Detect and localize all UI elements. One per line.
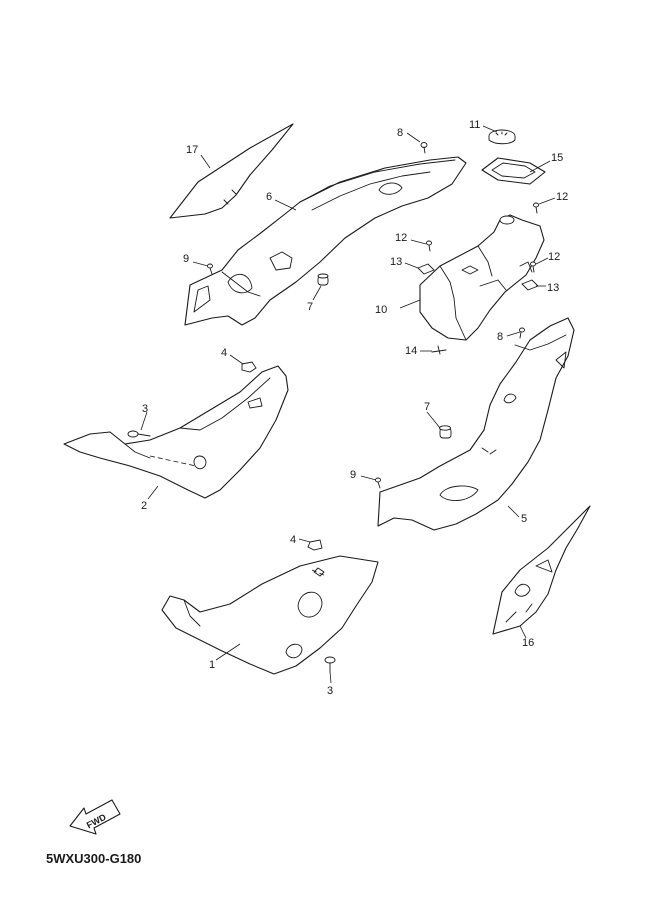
part-8-screw-middle (519, 327, 525, 339)
part-11-tank-cap (488, 129, 516, 145)
callout-4: 4 (290, 534, 296, 546)
callout-6: 6 (266, 191, 272, 203)
callout-14: 14 (405, 345, 417, 357)
fwd-arrow-icon: FWD (69, 799, 121, 835)
callout-5: 5 (521, 513, 527, 525)
part-3-bolts (127, 430, 336, 673)
diagram-code: 5WXU300-G180 (46, 851, 142, 866)
callout-12: 12 (548, 251, 560, 263)
callout-13: 13 (547, 282, 559, 294)
part-17-decal (169, 123, 294, 219)
callout-2: 2 (141, 500, 147, 512)
part-6-upper-side-cover-left (184, 156, 467, 326)
callout-labels: 17 8 11 15 6 12 12 12 13 13 9 7 10 8 14 … (141, 119, 568, 697)
part-15-filler-cover (481, 157, 546, 185)
part-13-clips (417, 263, 539, 291)
leader-lines (140, 125, 556, 684)
part-16-decal (492, 505, 591, 635)
callout-7: 7 (307, 301, 313, 313)
part-12-screws (426, 202, 539, 273)
part-4-nuts (241, 361, 323, 551)
callout-16: 16 (522, 637, 534, 649)
part-2-side-cover-lower (63, 365, 289, 499)
callout-8: 8 (397, 127, 403, 139)
callout-1: 1 (209, 659, 215, 671)
callout-13: 13 (390, 256, 402, 268)
part-1-lower-cover (161, 555, 379, 675)
callout-11: 11 (469, 119, 480, 131)
callout-3: 3 (142, 403, 148, 415)
callout-12: 12 (395, 232, 407, 244)
part-10-tank (419, 214, 545, 341)
callout-10: 10 (375, 304, 387, 316)
callout-15: 15 (551, 152, 563, 164)
part-7-grommets (317, 273, 452, 439)
callout-3: 3 (327, 685, 333, 697)
callout-12: 12 (556, 191, 568, 203)
callout-9: 9 (350, 469, 356, 481)
callout-17: 17 (186, 144, 198, 156)
callout-7: 7 (424, 401, 430, 413)
callout-4: 4 (221, 347, 227, 359)
part-5-upper-side-cover-right (377, 317, 575, 531)
part-14-clip (431, 345, 447, 355)
callout-9: 9 (183, 253, 189, 265)
part-8-screw-top (420, 142, 428, 154)
part-9-screws (207, 263, 381, 489)
callout-8: 8 (497, 331, 503, 343)
